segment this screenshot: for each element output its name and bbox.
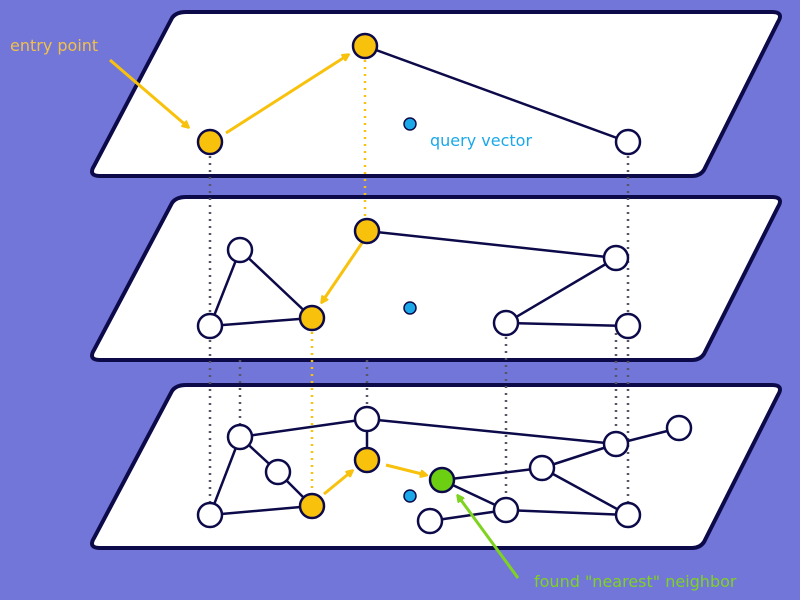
graph-node <box>492 309 520 337</box>
graph-edge <box>208 249 242 327</box>
search-path-arrow <box>322 242 364 302</box>
graph-node <box>614 128 642 156</box>
graph-edge <box>364 44 629 144</box>
search-path-node <box>196 128 224 156</box>
graph-node <box>196 312 224 340</box>
graph-edge <box>366 417 617 446</box>
bottom-layer <box>90 383 782 550</box>
graph-edge <box>209 504 313 517</box>
search-path-arrow <box>109 58 188 127</box>
graph-edge <box>541 466 629 517</box>
search-path-arrow <box>385 463 426 475</box>
found-nearest-node <box>428 466 456 494</box>
graph-edge <box>209 316 313 328</box>
graph-node <box>602 244 630 272</box>
graph-node <box>353 405 381 433</box>
graph-edge <box>239 417 368 439</box>
graph-node <box>528 454 556 482</box>
graph-edge <box>366 229 617 260</box>
search-path-node <box>298 492 326 520</box>
search-path-node <box>353 217 381 245</box>
graph-node <box>602 430 630 458</box>
graph-node <box>492 496 520 524</box>
graph-edge <box>441 466 543 482</box>
entry-point-label: entry point <box>10 36 99 55</box>
graph-node <box>226 423 254 451</box>
graph-node <box>226 236 254 264</box>
graph-node <box>416 507 444 535</box>
graph-edge <box>505 321 629 328</box>
graph-edge <box>208 436 242 516</box>
query-vector-point <box>403 489 417 503</box>
search-path-arrow <box>225 55 348 135</box>
search-path-node <box>298 304 326 332</box>
graph-node <box>665 414 693 442</box>
found-neighbor-arrow <box>458 496 520 579</box>
search-path-node <box>353 446 381 474</box>
query-vector-point <box>403 301 417 315</box>
search-path-arrow <box>323 471 352 496</box>
graph-node <box>614 501 642 529</box>
graph-node <box>264 458 292 486</box>
graph-edge <box>239 249 313 319</box>
graph-edge <box>505 256 617 325</box>
found-neighbor-label: found "nearest" neighbor <box>534 572 737 591</box>
query-vector-point <box>403 117 417 131</box>
graph-edge <box>505 508 629 517</box>
query-vector-label: query vector <box>430 131 533 150</box>
graph-node <box>614 312 642 340</box>
graph-node <box>196 501 224 529</box>
middle-layer <box>90 195 782 362</box>
search-path-node <box>351 32 379 60</box>
top-layer <box>90 10 782 178</box>
